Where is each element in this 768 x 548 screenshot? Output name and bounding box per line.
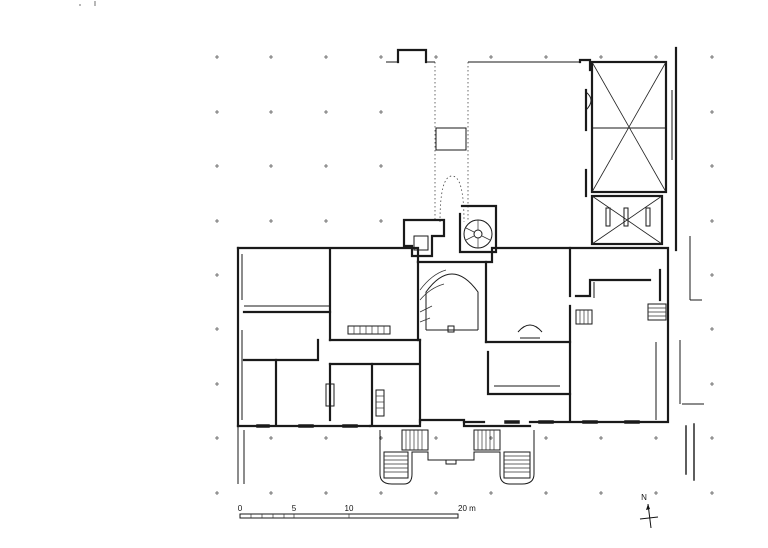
grid-plus-marker [215, 164, 219, 168]
grid-plus-marker [269, 491, 273, 495]
grid-plus-marker [434, 55, 438, 59]
grid-plus-marker [215, 55, 219, 59]
north-label: N [641, 493, 647, 502]
grid-plus-marker [654, 436, 658, 440]
grid-plus-marker [544, 491, 548, 495]
grid-plus-marker [379, 219, 383, 223]
grid-plus-marker [710, 382, 714, 386]
grid-plus-marker [379, 164, 383, 168]
scale-tick-20: 20 m [458, 504, 476, 513]
margin-marks [79, 1, 96, 6]
grid-plus-marker [215, 491, 219, 495]
stair-tower [402, 204, 498, 258]
grid-plus-marker [215, 273, 219, 277]
grid-plus-marker [710, 327, 714, 331]
east-pavilion [584, 46, 678, 252]
grid-plus-marker [379, 55, 383, 59]
grid-plus-marker [599, 491, 603, 495]
grid-plus-marker [269, 219, 273, 223]
grid-plus-marker [710, 273, 714, 277]
grid-plus-marker [324, 55, 328, 59]
north-arrow-icon: N [639, 493, 659, 529]
grid-plus-marker [215, 327, 219, 331]
grid-plus-marker [215, 110, 219, 114]
main-building [236, 246, 670, 428]
north-courtyard [386, 48, 592, 223]
grid-plus-marker [599, 436, 603, 440]
well-structure [435, 127, 467, 151]
grid-plus-marker [544, 55, 548, 59]
grid-plus-marker [489, 436, 493, 440]
grid-plus-marker [379, 491, 383, 495]
grid-plus-marker [654, 491, 658, 495]
grid-plus-marker [269, 436, 273, 440]
grid-plus-marker [379, 110, 383, 114]
grid-plus-marker [710, 436, 714, 440]
grid-plus-marker [434, 436, 438, 440]
grid-plus-marker [599, 55, 603, 59]
grid-plus-marker [710, 110, 714, 114]
grid-plus-marker [215, 436, 219, 440]
scale-tick-10: 10 [345, 504, 354, 513]
grid-plus-marker [269, 55, 273, 59]
grid-plus-marker [215, 382, 219, 386]
grid-plus-marker [544, 436, 548, 440]
scale-tick-5: 5 [292, 504, 297, 513]
grid-plus-marker [489, 55, 493, 59]
grid-plus-marker [324, 491, 328, 495]
grid-plus-marker [324, 164, 328, 168]
grid-plus-marker [434, 491, 438, 495]
adjacent-walls [237, 236, 704, 484]
grid-plus-marker [269, 164, 273, 168]
grid-plus-marker [215, 219, 219, 223]
grid-plus-marker [324, 110, 328, 114]
scale-tick-0: 0 [238, 504, 243, 513]
scale-bar: 0 5 10 20 m [238, 504, 476, 519]
grid-plus-marker [489, 491, 493, 495]
grid-plus-marker [710, 164, 714, 168]
grid-plus-marker [710, 55, 714, 59]
grid-plus-marker [654, 55, 658, 59]
grid-plus-marker [324, 436, 328, 440]
grid-plus-marker [324, 219, 328, 223]
entrance-stairs [368, 418, 535, 485]
grid-plus-marker [269, 110, 273, 114]
grid-plus-marker [710, 491, 714, 495]
grid-plus-marker [710, 219, 714, 223]
survey-grid-marks [215, 55, 714, 495]
